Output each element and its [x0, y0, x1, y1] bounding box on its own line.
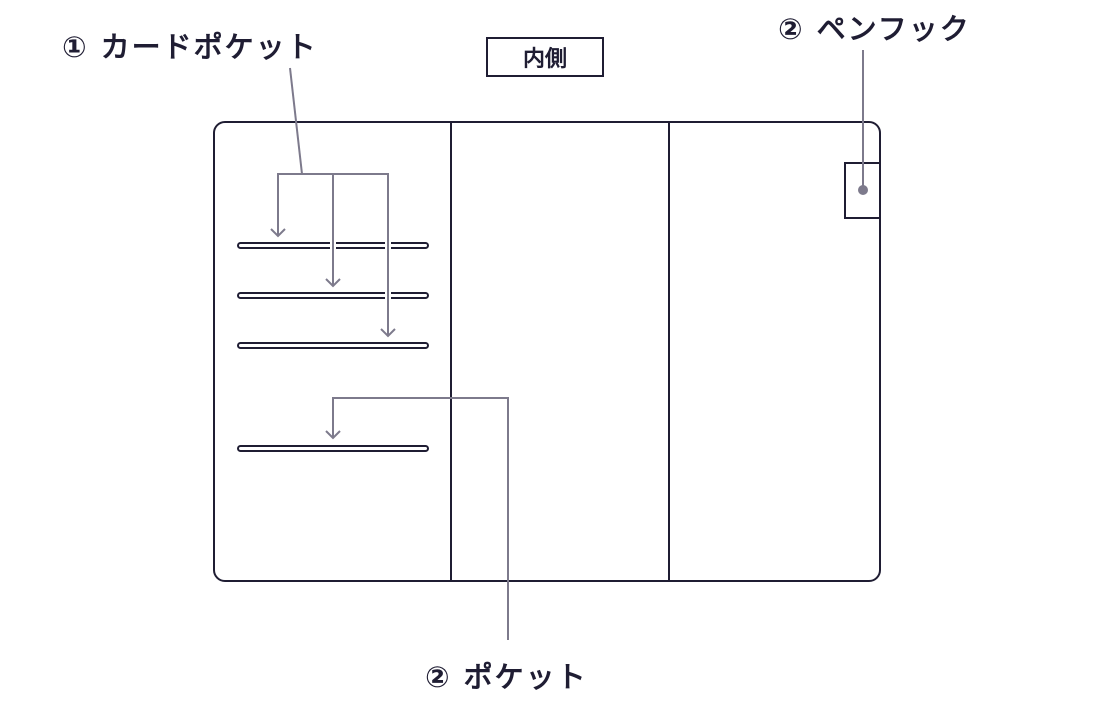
arrowhead-icon: [270, 228, 286, 238]
inside-tag: 内側: [486, 37, 604, 77]
pen-hook-label: ② ペンフック: [778, 12, 971, 46]
card-pocket-label: ① カードポケット: [62, 30, 318, 64]
card-slot-2: [237, 292, 429, 299]
arrowhead-icon: [325, 278, 341, 288]
cover-outline: [213, 121, 881, 582]
card-slot-3: [237, 342, 429, 349]
card-pocket-leader: [289, 67, 303, 175]
pocket-leader: [332, 397, 509, 640]
pocket-label: ② ポケット: [425, 660, 588, 694]
arrowhead-icon: [325, 430, 341, 440]
pen-hook-dot: [858, 185, 868, 195]
pocket-slot: [237, 445, 429, 452]
arrowhead-icon: [380, 328, 396, 338]
